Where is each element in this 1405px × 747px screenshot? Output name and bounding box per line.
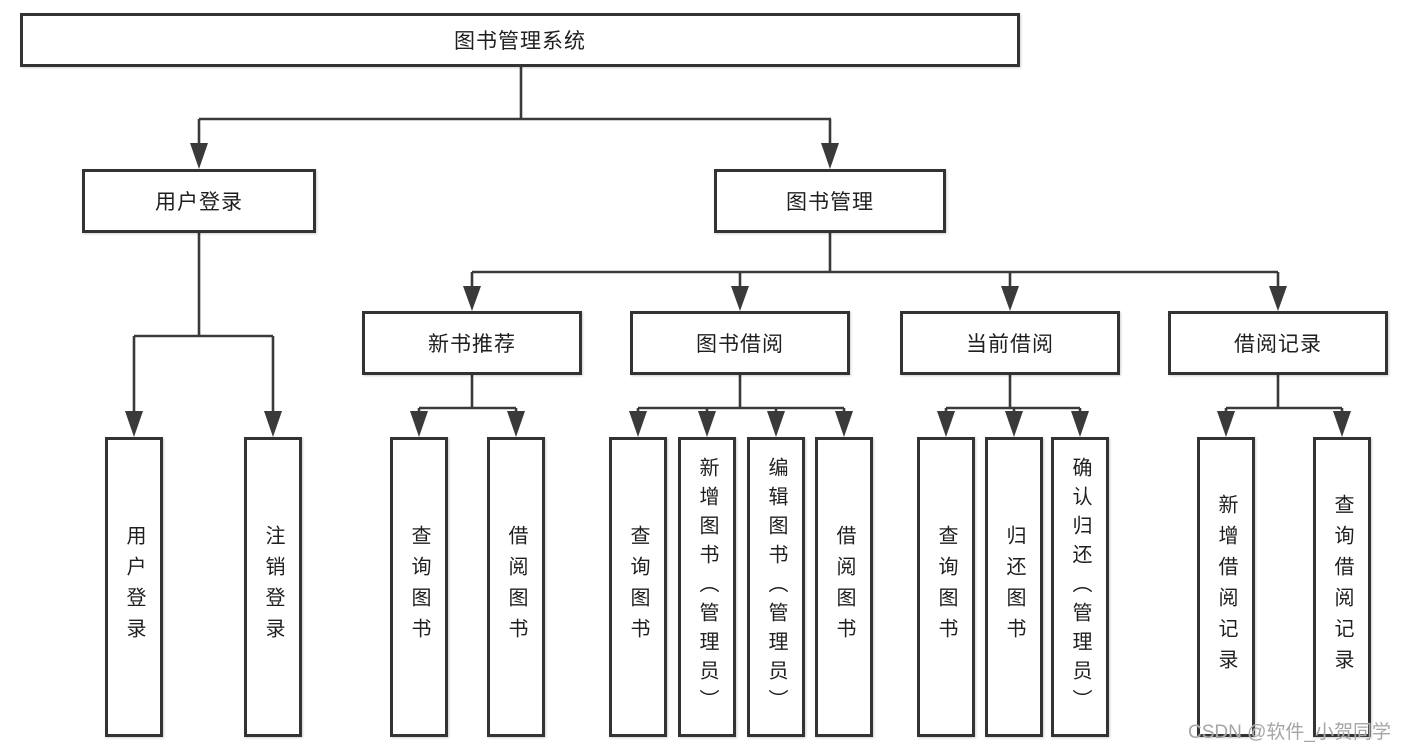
leaf-cb-confirm-return: 确认归还（管理员）	[1051, 437, 1109, 737]
leaf-cb-query-book-label: 查询图书	[935, 525, 957, 649]
leaf-user-login-label: 用户登录	[123, 525, 145, 649]
leaf-logout-label: 注销登录	[262, 525, 284, 649]
leaf-bb-edit-book-label: 编辑图书（管理员）	[765, 456, 787, 718]
leaf-rec-query-book: 查询图书	[390, 437, 448, 737]
leaf-rec-borrow-book-label: 借阅图书	[505, 525, 527, 649]
leaf-bb-query-book-label: 查询图书	[627, 525, 649, 649]
node-user-login: 用户登录	[82, 169, 316, 233]
node-root-label: 图书管理系统	[454, 30, 586, 53]
leaf-cb-return-book-label: 归还图书	[1003, 525, 1025, 649]
leaf-logout: 注销登录	[244, 437, 302, 737]
leaf-bb-add-book-label: 新增图书（管理员）	[696, 456, 718, 718]
node-borrow-record-label: 借阅记录	[1234, 333, 1322, 356]
node-current-borrow: 当前借阅	[900, 311, 1120, 375]
node-borrow-record: 借阅记录	[1168, 311, 1388, 375]
node-book-management-label: 图书管理	[786, 191, 874, 214]
leaf-br-query-record: 查询借阅记录	[1313, 437, 1371, 737]
node-new-book-recommend-label: 新书推荐	[428, 333, 516, 356]
leaf-br-add-record: 新增借阅记录	[1197, 437, 1255, 737]
node-new-book-recommend: 新书推荐	[362, 311, 582, 375]
leaf-bb-borrow-book-label: 借阅图书	[833, 525, 855, 649]
node-book-management: 图书管理	[714, 169, 946, 233]
leaf-rec-borrow-book: 借阅图书	[487, 437, 545, 737]
node-current-borrow-label: 当前借阅	[966, 333, 1054, 356]
leaf-br-add-record-label: 新增借阅记录	[1215, 494, 1237, 680]
leaf-bb-query-book: 查询图书	[609, 437, 667, 737]
leaf-cb-return-book: 归还图书	[985, 437, 1043, 737]
csdn-watermark: CSDN @软件_小贺同学	[1188, 722, 1391, 743]
node-book-borrow: 图书借阅	[630, 311, 850, 375]
leaf-rec-query-book-label: 查询图书	[408, 525, 430, 649]
leaf-cb-confirm-return-label: 确认归还（管理员）	[1069, 456, 1091, 718]
node-root-system: 图书管理系统	[20, 13, 1020, 67]
node-book-borrow-label: 图书借阅	[696, 333, 784, 356]
leaf-user-login: 用户登录	[105, 437, 163, 737]
leaf-bb-borrow-book: 借阅图书	[815, 437, 873, 737]
leaf-bb-add-book: 新增图书（管理员）	[678, 437, 736, 737]
leaf-cb-query-book: 查询图书	[917, 437, 975, 737]
leaf-bb-edit-book: 编辑图书（管理员）	[747, 437, 805, 737]
node-user-login-label: 用户登录	[155, 191, 243, 214]
leaf-br-query-record-label: 查询借阅记录	[1331, 494, 1353, 680]
arrowhead-icons	[125, 143, 1351, 437]
